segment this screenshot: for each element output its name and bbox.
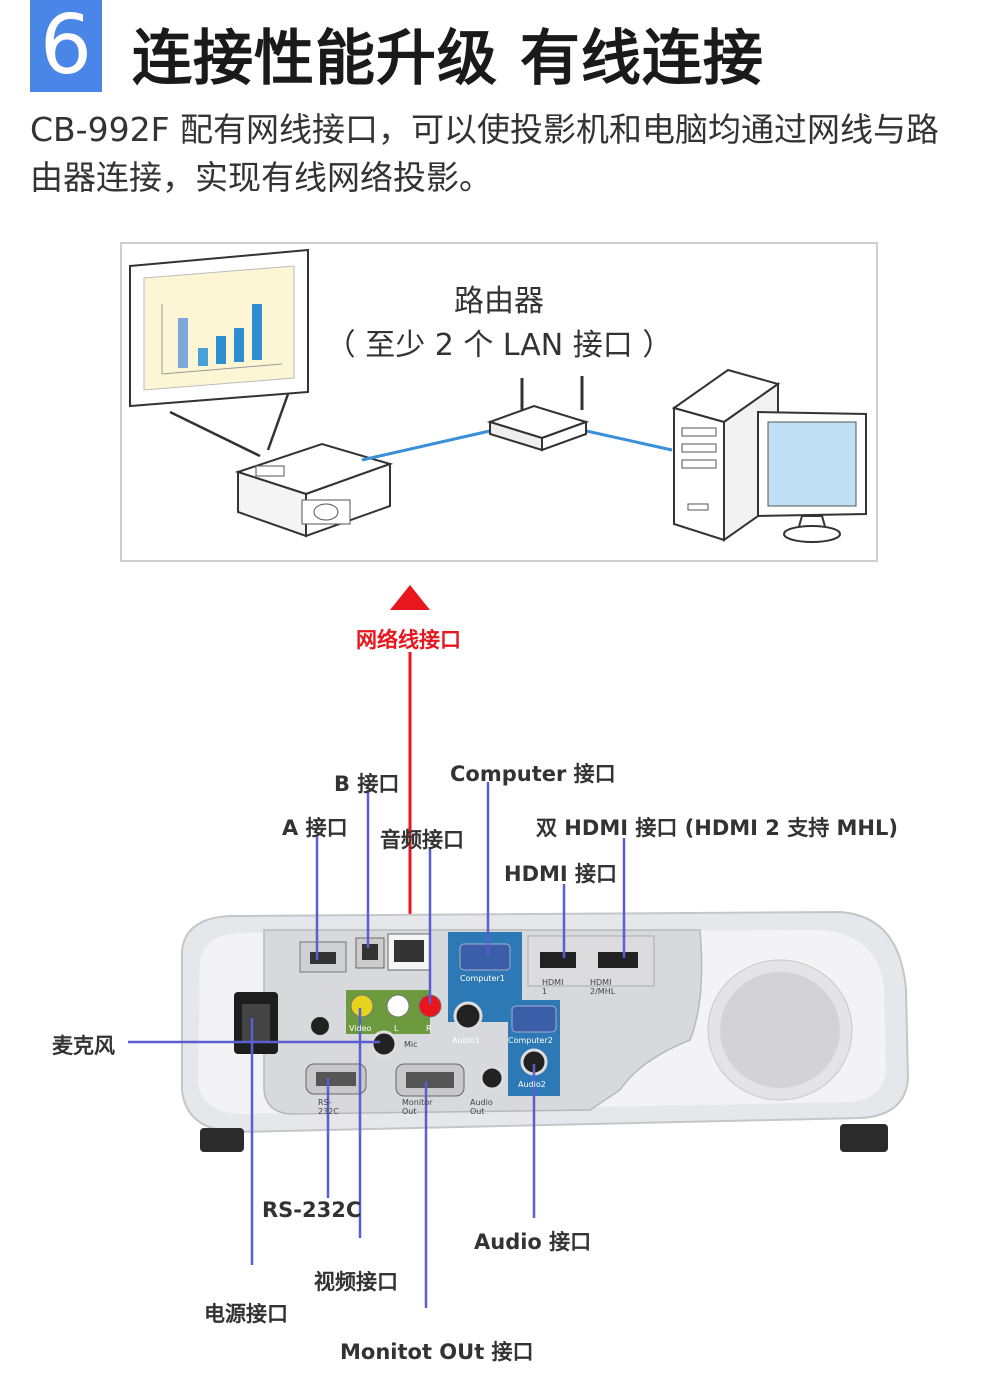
hdmi-port-label: HDMI 接口: [504, 862, 618, 886]
router-label: 路由器: [454, 284, 544, 319]
audio1-jack-icon: [453, 1001, 483, 1031]
hdmi2-port-icon: [598, 952, 638, 968]
hdmi1-port-icon: [540, 952, 576, 968]
page-title: 连接性能升级 有线连接: [132, 24, 764, 94]
power-port-label: 电源接口: [204, 1302, 288, 1326]
vga2-port-icon: [511, 1005, 557, 1033]
panel-label-audio1: Audio1: [452, 1036, 480, 1045]
router-sublabel: （ 至少 2 个 LAN 接口 ）: [325, 328, 673, 363]
panel-label-monitor-out: Monitor Out: [402, 1098, 433, 1116]
panel-label-hdmi2: HDMI 2/MHL: [590, 978, 616, 996]
video-jack-icon: [350, 994, 374, 1018]
panel-label-video: Video: [349, 1024, 372, 1033]
panel-label-mic: Mic: [404, 1040, 418, 1049]
usb-b-port-icon: [362, 944, 378, 960]
panel-label-audio2: Audio2: [518, 1080, 546, 1089]
audio-r-jack-icon: [418, 994, 442, 1018]
lan-port-icon: [394, 940, 424, 962]
panel-label-l: L: [394, 1024, 399, 1033]
monitor-out-port-icon: [395, 1063, 465, 1097]
audio-l-jack-icon: [386, 994, 410, 1018]
mic-port-label: 麦克风: [52, 1034, 115, 1058]
mic-jack-icon: [370, 1030, 398, 1058]
description-text: CB-992F 配有网线接口，可以使投影机和电脑均通过网线与路由器连接，实现有线…: [30, 110, 940, 197]
foot-right: [840, 1124, 888, 1152]
projection-screen-icon: [129, 248, 309, 408]
vga-port-icon: [459, 943, 511, 971]
lan-port-label: 网络线接口: [356, 628, 461, 652]
network-arrow-icon: [390, 585, 430, 610]
panel-label-computer1: Computer1: [460, 974, 505, 983]
monitor-icon: [757, 410, 867, 543]
panel-label-hdmi1: HDMI 1: [542, 978, 564, 996]
panel-label-r: R: [426, 1024, 432, 1033]
foot-left: [200, 1128, 244, 1152]
dual-hdmi-port-label: 双 HDMI 接口 (HDMI 2 支持 MHL): [536, 816, 898, 840]
usb-a-port-icon: [310, 952, 336, 964]
audio-port-label: Audio 接口: [474, 1230, 592, 1254]
network-illustration: [129, 248, 867, 543]
audio2-jack-icon: [520, 1048, 548, 1076]
router-icon: [486, 376, 590, 452]
panel-label-rs232c: RS-232C: [318, 1098, 339, 1116]
panel-label-computer2: Computer2: [508, 1036, 553, 1045]
usb-b-port-label: B 接口: [334, 772, 400, 796]
usb-a-port-label: A 接口: [282, 816, 348, 840]
computer-port-label: Computer 接口: [450, 762, 616, 786]
audio-in-port-label: 音频接口: [380, 828, 464, 852]
audio-out-jack-icon: [479, 1065, 505, 1091]
rs232c-port-label: RS-232C: [262, 1198, 362, 1222]
projector-icon: [234, 442, 394, 538]
monitor-out-port-label: Monitot OUt 接口: [340, 1340, 534, 1364]
video-port-label: 视频接口: [314, 1270, 398, 1294]
section-number-badge: 6: [30, 0, 102, 92]
network-diagram: 路由器 （ 至少 2 个 LAN 接口 ）: [120, 242, 878, 562]
power-socket-icon: [234, 992, 278, 1054]
rs232c-port-icon: [305, 1063, 367, 1095]
panel-label-audio-out: Audio Out: [470, 1098, 493, 1116]
